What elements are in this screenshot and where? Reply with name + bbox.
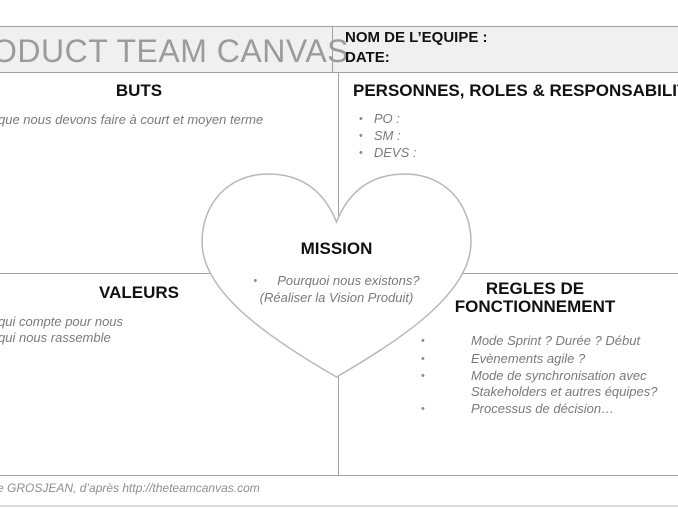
page-title: ODUCT TEAM CANVAS <box>0 33 349 69</box>
valeurs-line: qui compte pour nous <box>0 314 124 329</box>
canvas-bottom-border <box>0 475 678 476</box>
section-heading-personnes: PERSONNES, ROLES & RESPONSABILITES <box>353 81 678 100</box>
personnes-bullet-devs: DEVS : <box>373 145 417 160</box>
heart-shape <box>201 173 472 378</box>
personnes-bullet-sm: SM : <box>373 128 401 143</box>
section-heading-mission: MISSION <box>300 239 373 258</box>
slide-bottom-edge <box>0 505 678 507</box>
regles-bullet: Mode Sprint ? Durée ? Début <box>471 333 641 348</box>
list-item: • DEVS : <box>359 145 416 160</box>
section-heading-valeurs: VALEURS <box>99 283 179 302</box>
mission-subnote: (Réaliser la Vision Produit) <box>259 290 414 305</box>
list-item: • Mode Sprint ? Durée ? Début <box>421 333 676 349</box>
bullet-icon: • <box>421 353 425 365</box>
list-item: • Evènements agile ? <box>421 351 676 367</box>
regles-bullet: Evènements agile ? <box>471 351 586 366</box>
section-heading-buts: BUTS <box>115 81 163 100</box>
header-band-separator <box>332 26 333 73</box>
bullet-icon: • <box>359 130 363 142</box>
footer-credit: e GROSJEAN, d’après http://theteamcanvas… <box>0 481 260 495</box>
bullet-icon: • <box>421 370 425 382</box>
regles-bullet: Processus de décision… <box>471 401 615 416</box>
regles-bullet: Mode de synchronisation avec Stakeholder… <box>471 368 658 399</box>
valeurs-line: qui nous rassemble <box>0 330 111 345</box>
header-band <box>0 26 678 73</box>
buts-note: que nous devons faire à court et moyen t… <box>0 112 264 127</box>
section-heading-regles: REGLES DE FONCTIONNEMENT <box>454 279 616 316</box>
bullet-icon: • <box>359 113 363 125</box>
team-name-label: NOM DE L’EQUIPE : <box>345 29 488 46</box>
bullet-icon: • <box>421 403 425 415</box>
bullet-icon: • <box>421 335 425 347</box>
bullet-icon: • <box>359 147 363 159</box>
mission-bullet: •Pourquoi nous existons? <box>253 273 420 288</box>
list-item: • PO : <box>359 111 400 126</box>
personnes-bullet-po: PO : <box>373 111 400 126</box>
date-label: DATE: <box>345 49 390 66</box>
list-item: • SM : <box>359 128 401 143</box>
list-item: • Mode de synchronisation avec Stakeholde… <box>421 368 676 400</box>
bullet-icon: • <box>253 275 258 287</box>
list-item: • Processus de décision… <box>421 401 676 417</box>
